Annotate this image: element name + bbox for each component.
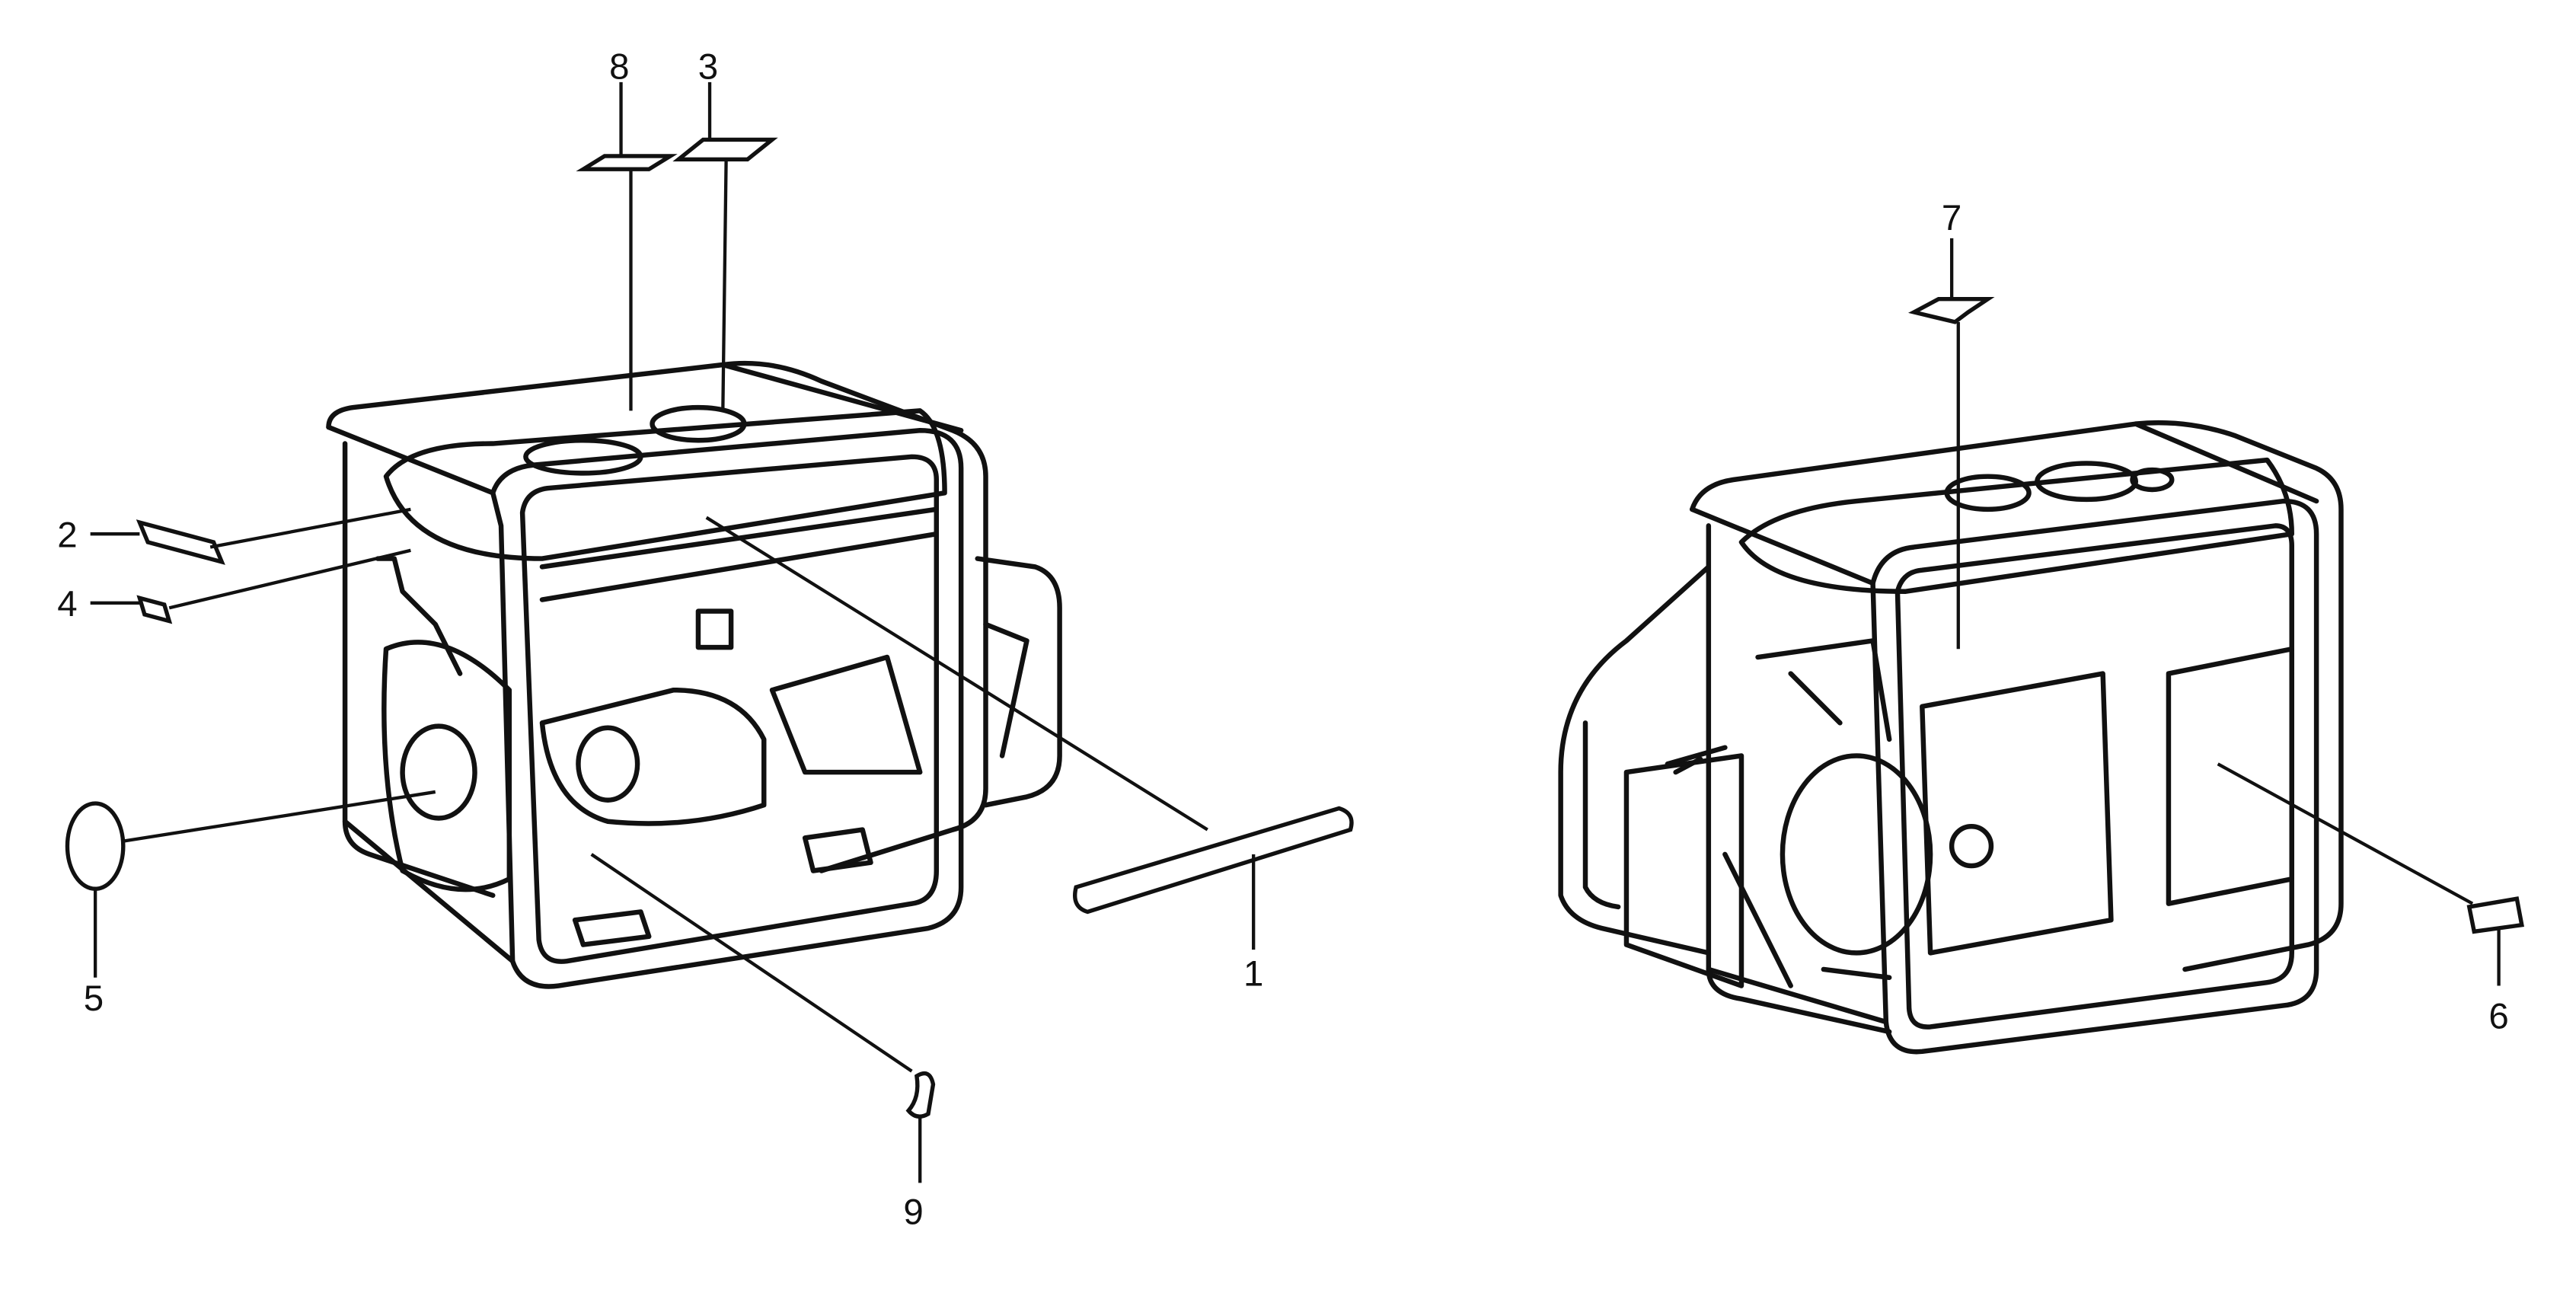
callout-8: 8: [576, 47, 678, 411]
rod-tube: [1073, 806, 1354, 915]
callout-number: 1: [1243, 954, 1263, 994]
callout-number: 5: [84, 979, 104, 1019]
generator-front-view: [326, 360, 1062, 989]
top-label: [576, 154, 678, 171]
callout-number: 8: [609, 47, 629, 88]
top-label: [672, 137, 778, 161]
round-label: [65, 801, 126, 891]
callout-4: 4: [57, 548, 411, 624]
panel-label: [1907, 296, 1995, 324]
callout-number: 7: [1942, 198, 1962, 238]
callout-7: 7: [1907, 198, 1995, 650]
callout-number: 6: [2488, 997, 2508, 1037]
callout-6: 6: [2217, 762, 2524, 1037]
callout-number: 3: [698, 47, 718, 88]
label-plate: [136, 519, 225, 565]
side-label: [2466, 896, 2524, 934]
callout-3: 3: [672, 47, 778, 411]
callout-2: 2: [57, 507, 411, 565]
callout-number: 9: [903, 1192, 923, 1232]
callout-number: 2: [57, 515, 77, 555]
generator-rear-view: [1558, 420, 2344, 1055]
callout-number: 4: [57, 584, 77, 624]
callout-1: 1: [705, 516, 1354, 994]
clip: [905, 1071, 936, 1119]
callout-5: 5: [65, 790, 436, 1019]
callout-9: 9: [590, 853, 936, 1232]
small-label: [136, 595, 173, 624]
